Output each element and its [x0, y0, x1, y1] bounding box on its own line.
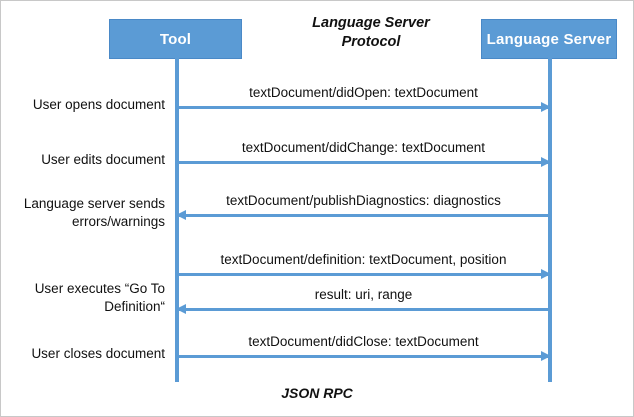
arrow-head-right-icon	[541, 102, 551, 112]
diagram-title: Language Server Protocol	[276, 14, 466, 52]
lifeline-language-server	[548, 58, 552, 382]
message-label-5: result: uri, range	[314, 287, 413, 302]
message-label-6: textDocument/didClose: textDocument	[248, 334, 479, 349]
note-user-executes-go-to-definition: User executes “Go To Definition“	[1, 280, 165, 316]
arrow-head-right-icon	[541, 269, 551, 279]
actor-label-tool: Tool	[159, 30, 192, 48]
actor-box-language-server: Language Server	[481, 19, 617, 59]
message-line-2	[177, 161, 550, 164]
arrow-head-right-icon	[541, 351, 551, 361]
diagram-title-line-1: Language Server	[312, 15, 430, 31]
arrow-head-right-icon	[541, 157, 551, 167]
diagram-title-line-2: Protocol	[341, 34, 401, 50]
message-line-1	[177, 106, 550, 109]
note-user-opens-document: User opens document	[32, 97, 165, 112]
note-user-closes-document: User closes document	[31, 346, 165, 361]
note-line-1: User executes “Go To	[34, 281, 165, 296]
note-line-2: errors/warnings	[71, 214, 165, 229]
note-user-edits-document: User edits document	[41, 152, 165, 167]
message-line-5	[177, 308, 550, 311]
arrow-head-left-icon	[176, 304, 186, 314]
actor-box-tool: Tool	[109, 19, 242, 59]
note-language-server-sends-errors: Language server sends errors/warnings	[1, 195, 165, 231]
note-line-1: Language server sends	[23, 196, 165, 211]
arrow-head-left-icon	[176, 210, 186, 220]
note-line-2: Definition“	[104, 299, 165, 314]
message-label-3: textDocument/publishDiagnostics: diagnos…	[226, 193, 501, 208]
actor-label-language-server: Language Server	[486, 30, 612, 48]
lifeline-tool	[175, 58, 179, 382]
message-label-2: textDocument/didChange: textDocument	[241, 140, 486, 155]
footer-label: JSON RPC	[281, 385, 353, 401]
message-line-6	[177, 355, 550, 358]
message-line-3	[177, 214, 550, 217]
message-line-4	[177, 273, 550, 276]
message-label-1: textDocument/didOpen: textDocument	[249, 85, 478, 100]
message-label-4: textDocument/definition: textDocument, p…	[220, 252, 507, 267]
